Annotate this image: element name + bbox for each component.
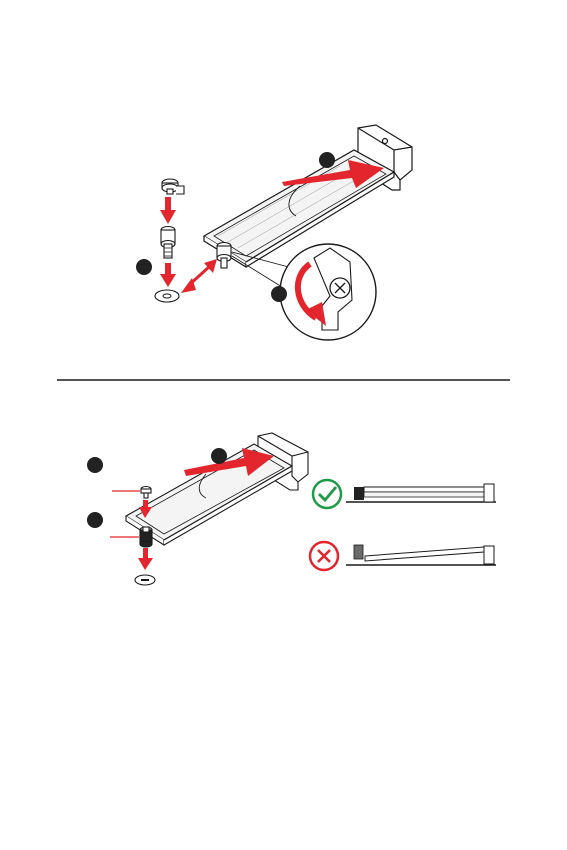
step-badge-bottom-3 — [87, 512, 103, 528]
step-badge-bottom-2 — [211, 448, 227, 464]
magnifier-circle — [280, 244, 376, 340]
step-badge-bottom-1 — [87, 457, 103, 473]
arrow-down-2 — [160, 263, 176, 287]
bottom-diagram — [87, 433, 496, 585]
screw-top — [162, 179, 184, 194]
double-arrow — [181, 259, 217, 293]
arrow-down-bottom-2 — [138, 548, 153, 570]
standoff-bottom — [140, 527, 152, 547]
step-badge-top-2 — [319, 152, 335, 168]
standoff-middle — [161, 227, 175, 259]
check-icon — [313, 480, 341, 508]
step-badge-top-1 — [136, 259, 152, 275]
correct-install-view — [313, 480, 496, 508]
washer-bottom — [135, 575, 155, 585]
screw-bottom — [141, 487, 151, 499]
standoff-on-board — [217, 243, 231, 269]
incorrect-install-view — [310, 542, 496, 570]
top-diagram — [136, 125, 412, 340]
washer-top — [155, 290, 179, 302]
step-badge-top-3 — [271, 286, 287, 302]
arrow-down-1 — [160, 197, 176, 224]
